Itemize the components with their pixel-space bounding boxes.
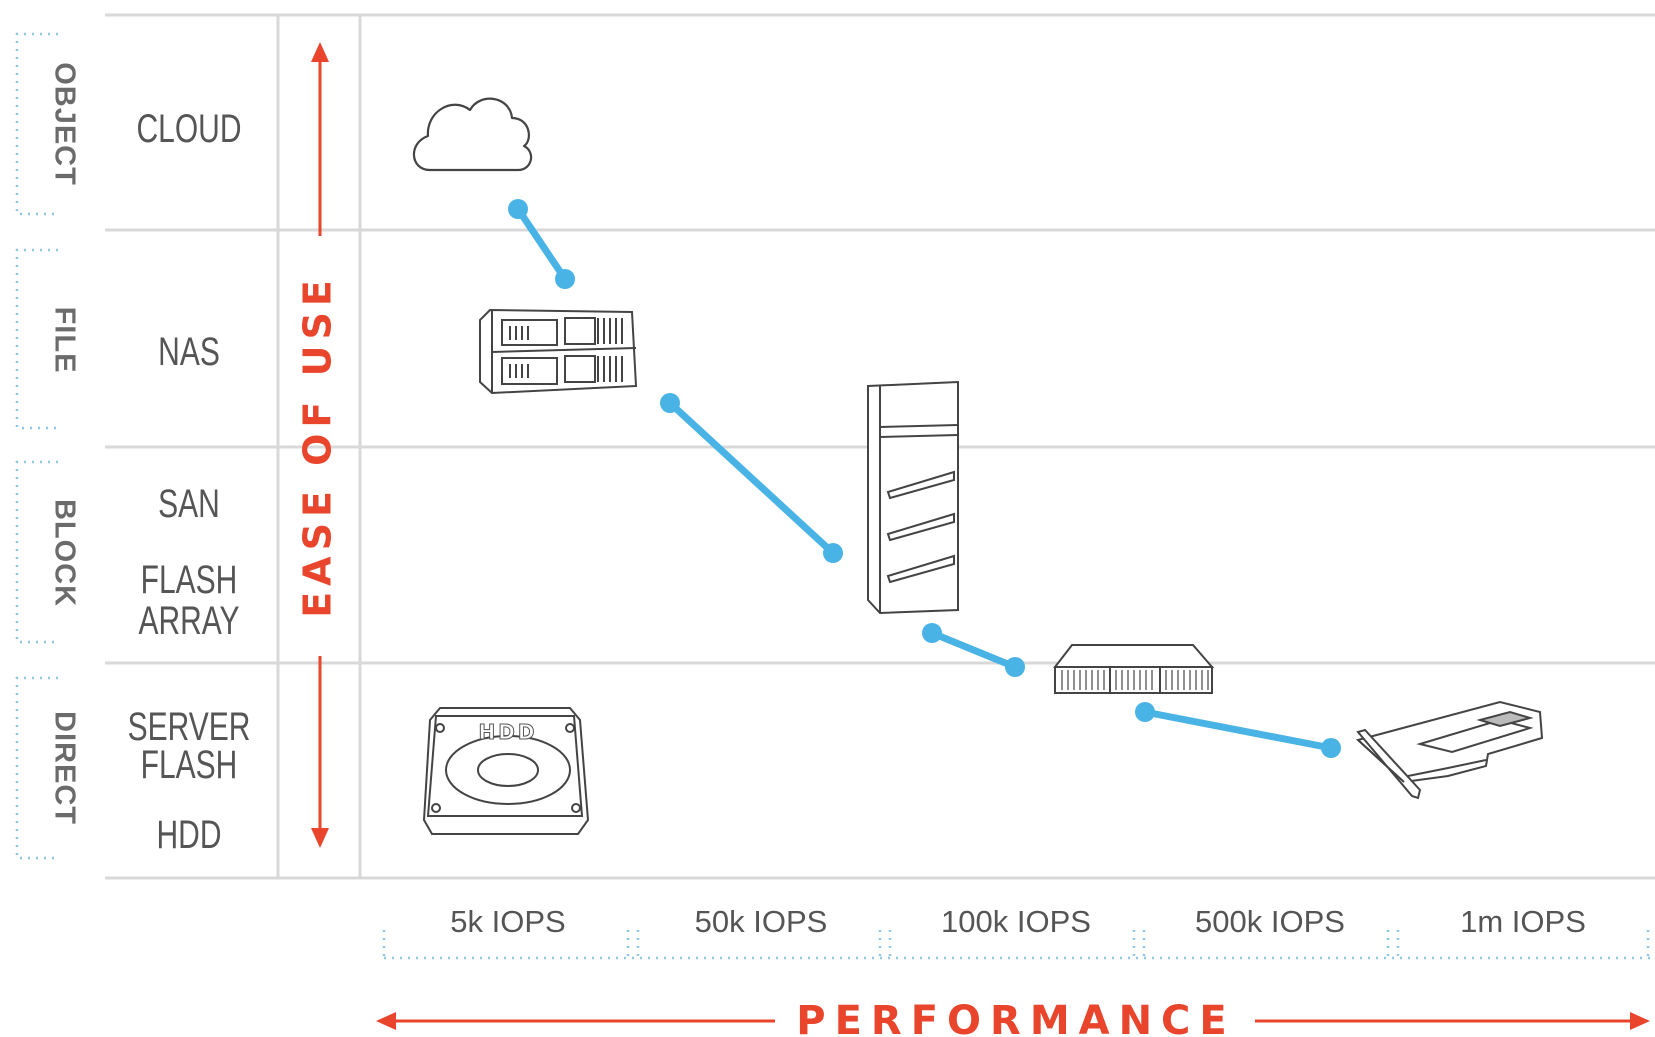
tick-50k: 50k IOPS	[695, 904, 828, 939]
label-server: SERVER	[128, 705, 251, 749]
connectors	[508, 199, 1341, 758]
tick-1m: 1m IOPS	[1460, 904, 1586, 939]
label-flash: FLASH	[141, 558, 238, 602]
flash-array-icon	[1052, 644, 1215, 694]
hdd-icon: HDD	[422, 707, 590, 835]
category-block-label: BLOCK	[48, 499, 80, 607]
label-hdd: HDD	[157, 813, 222, 857]
ease-arrow-down-head	[311, 828, 329, 848]
san-tower-icon	[867, 380, 959, 615]
subcategory-labels: CLOUD NAS SAN FLASH ARRAY SERVER FLASH H…	[128, 107, 251, 857]
ease-arrow-up-head	[311, 42, 329, 62]
performance-axis: PERFORMANCE	[376, 998, 1650, 1037]
y-axis-label: EASE OF USE	[296, 274, 340, 618]
bracket-file	[15, 248, 58, 430]
perf-arrow-left-head	[376, 1012, 396, 1030]
tick-5k: 5k IOPS	[450, 904, 565, 939]
label-array: ARRAY	[138, 599, 239, 643]
perf-arrow-right-head	[1630, 1012, 1650, 1030]
category-brackets	[15, 32, 58, 860]
x-axis-ticks: 5k IOPS 50k IOPS 100k IOPS 500k IOPS 1m …	[450, 904, 1586, 939]
x-axis-label: PERFORMANCE	[796, 998, 1236, 1037]
bracket-object	[15, 32, 58, 216]
x-axis-brackets	[382, 930, 1650, 960]
connector-cloud-nas	[508, 199, 575, 289]
bracket-direct	[15, 676, 58, 860]
category-file-label: FILE	[48, 307, 80, 374]
tick-500k: 500k IOPS	[1195, 904, 1345, 939]
bracket-block	[15, 460, 58, 644]
hdd-icon-text: HDD	[479, 720, 538, 744]
cloud-icon	[412, 97, 533, 172]
label-server-flash: FLASH	[141, 743, 238, 787]
category-direct-label: DIRECT	[48, 711, 80, 825]
tick-100k: 100k IOPS	[941, 904, 1091, 939]
category-object-label: OBJECT	[48, 62, 80, 186]
connector-san-flash-array	[922, 623, 1025, 677]
label-nas: NAS	[158, 330, 220, 374]
label-cloud: CLOUD	[137, 107, 242, 151]
ease-of-use-axis: EASE OF USE	[296, 42, 340, 848]
connector-nas-san	[660, 393, 843, 563]
connector-flash-array-card	[1135, 702, 1341, 758]
label-san: SAN	[158, 482, 220, 526]
nas-icon	[479, 308, 638, 395]
pcie-flash-card-icon	[1355, 700, 1544, 800]
